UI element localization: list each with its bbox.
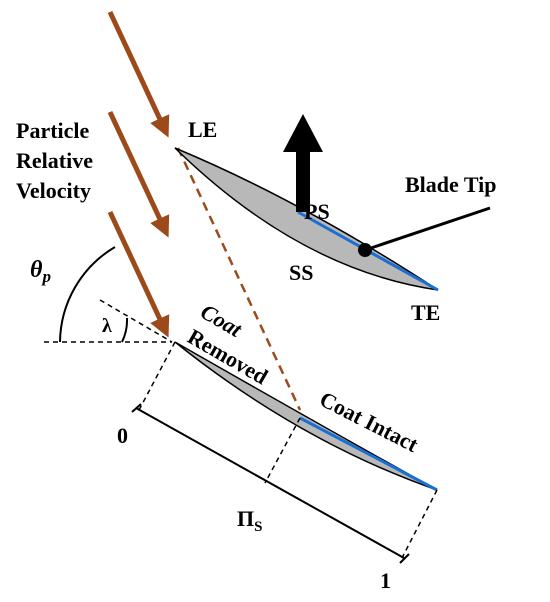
blade-tip-leader <box>364 206 491 252</box>
axis-end-zero <box>131 403 142 413</box>
axis-main-line <box>135 407 405 559</box>
axis-tick-one <box>401 489 438 559</box>
particle-arrow-middle <box>107 110 170 238</box>
particle-arrow-top <box>107 10 170 138</box>
label-coat-intact: Coat Intact <box>316 386 423 457</box>
axis-tick-zero <box>137 341 176 413</box>
label-velocity: Velocity <box>16 178 91 203</box>
label-lambda: λ <box>102 315 112 337</box>
chord-extension-line <box>99 299 173 343</box>
axis-label-pi: ΠS <box>237 506 262 535</box>
label-le: LE <box>188 117 217 142</box>
label-theta-p: θp <box>30 257 51 286</box>
axis-end-one <box>399 553 410 564</box>
lower-blade-coating <box>299 416 438 492</box>
label-ss: SS <box>289 260 313 285</box>
label-relative: Relative <box>16 148 93 173</box>
label-te: TE <box>411 300 440 325</box>
axis-tick-pi <box>264 417 301 484</box>
theta-arc <box>59 246 116 343</box>
axis-label-one: 1 <box>380 568 391 593</box>
force-arrow-head <box>283 114 323 152</box>
force-arrow-shaft <box>296 150 310 212</box>
axis-label-zero: 0 <box>117 423 128 448</box>
particle-arrow-bottom <box>107 210 170 338</box>
label-particle: Particle <box>16 118 90 143</box>
dashed-trajectory <box>176 147 302 411</box>
label-blade-tip: Blade Tip <box>405 172 497 197</box>
lambda-arc <box>121 317 129 343</box>
label-ps: PS <box>304 199 330 224</box>
